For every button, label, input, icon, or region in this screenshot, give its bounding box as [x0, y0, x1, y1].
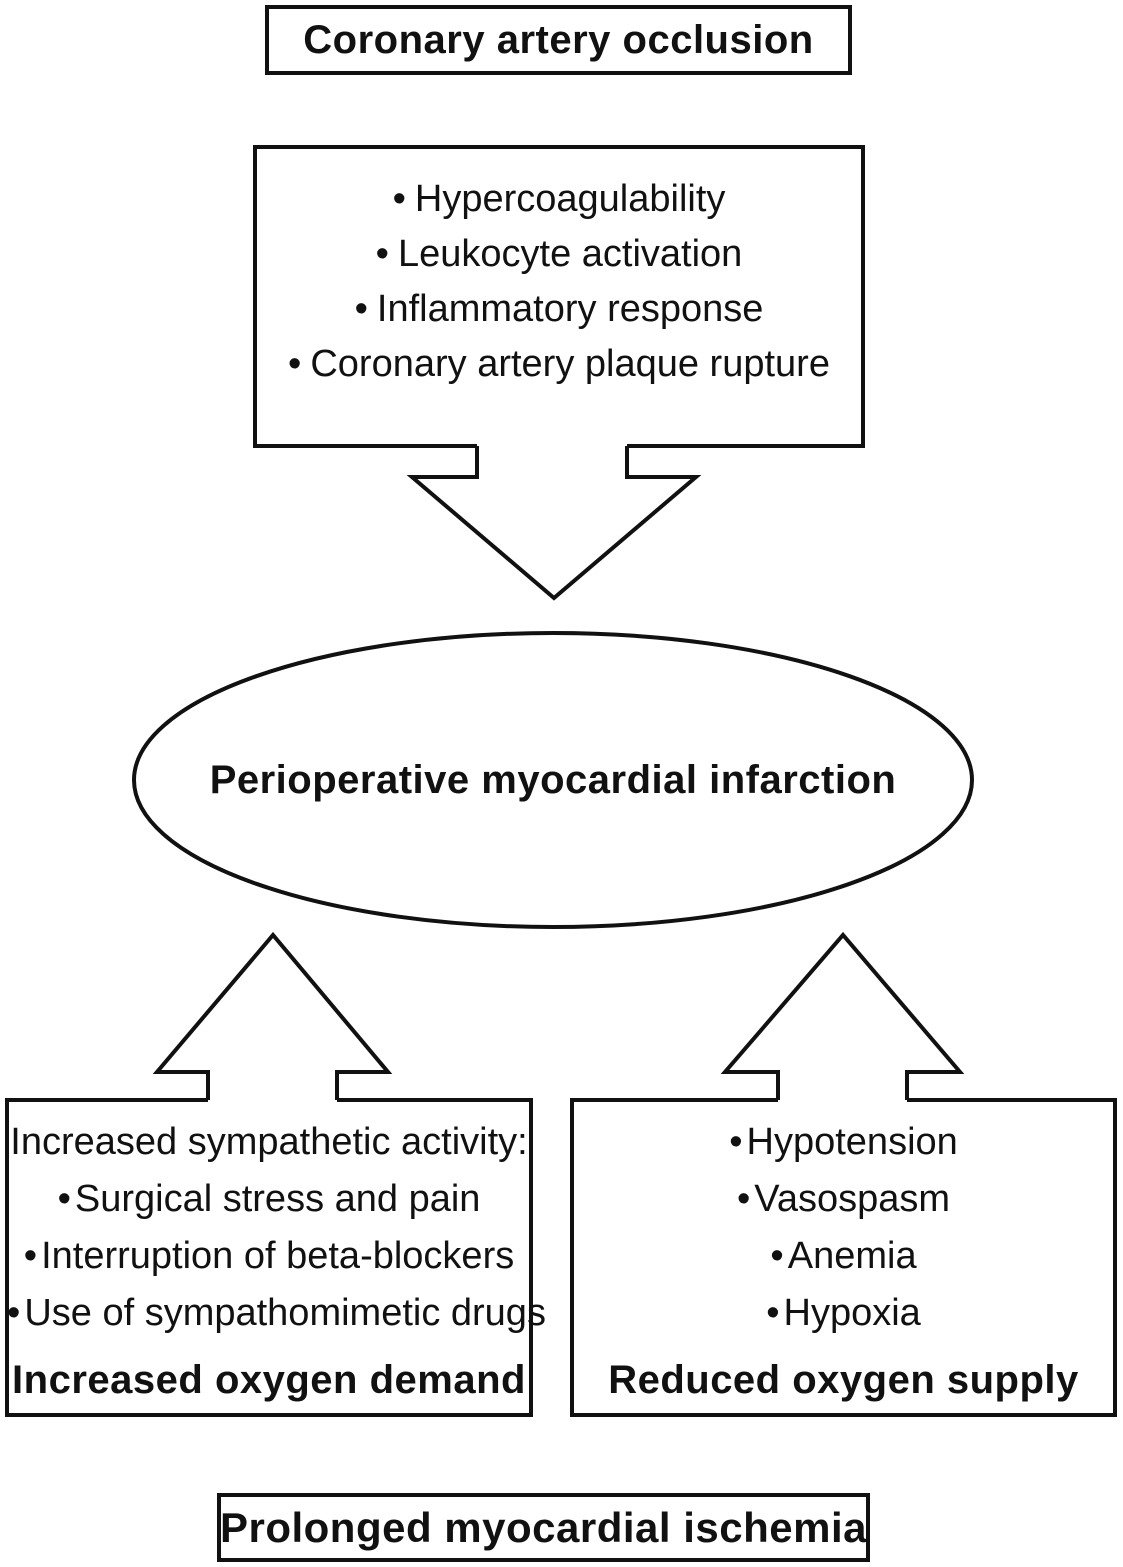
- outcome-box-outline: [217, 1493, 870, 1562]
- supply-box-outline: [570, 1098, 1117, 1417]
- bullet-icon: •: [57, 1178, 71, 1220]
- supply-box-content: •Hypotension •Vasospasm •Anemia •Hypoxia…: [572, 1114, 1115, 1409]
- demand-item: •Interruption of beta-blockers: [7, 1228, 531, 1285]
- causes-item: •Hypercoagulability: [255, 172, 863, 227]
- demand-box-content: Increased sympathetic activity: •Surgica…: [7, 1114, 546, 1409]
- bullet-icon: •: [354, 288, 368, 330]
- down-arrow: [406, 446, 702, 601]
- demand-item: •Use of sympathomimetic drugs: [7, 1285, 546, 1342]
- bullet-icon: •: [770, 1235, 784, 1277]
- supply-item: •Anemia: [572, 1228, 1115, 1285]
- supply-item: •Hypotension: [572, 1114, 1115, 1171]
- bullet-icon: •: [736, 1178, 751, 1220]
- bullet-icon: •: [375, 233, 389, 275]
- central-ellipse-outline: [132, 631, 974, 929]
- title-box-label: Coronary artery occlusion: [303, 17, 814, 62]
- left-up-arrow: [152, 931, 393, 1100]
- supply-item: •Hypoxia: [572, 1285, 1115, 1342]
- supply-item: •Vasospasm: [572, 1171, 1115, 1228]
- central-ellipse-label: Perioperative myocardial infarction: [209, 758, 897, 802]
- demand-footer: Increased oxygen demand: [12, 1358, 526, 1402]
- causes-item: •Coronary artery plaque rupture: [255, 337, 863, 392]
- demand-heading: Increased sympathetic activity:: [10, 1121, 528, 1163]
- bullet-icon: •: [392, 178, 406, 220]
- bullet-icon: •: [729, 1121, 743, 1163]
- supply-footer: Reduced oxygen supply: [608, 1358, 1079, 1402]
- demand-item: •Surgical stress and pain: [7, 1171, 531, 1228]
- causes-box-outline: [253, 145, 865, 448]
- bullet-icon: •: [7, 1292, 21, 1334]
- demand-box-outline: [5, 1098, 533, 1417]
- bullet-icon: •: [766, 1292, 780, 1334]
- right-up-arrow: [720, 931, 965, 1100]
- causes-item: •Leukocyte activation: [255, 227, 863, 282]
- causes-item: •Inflammatory response: [255, 282, 863, 337]
- title-box-outline: [265, 5, 852, 75]
- outcome-box-label: Prolonged myocardial ischemia: [219, 1503, 868, 1551]
- bullet-icon: •: [23, 1235, 38, 1277]
- causes-list: •Hypercoagulability •Leukocyte activatio…: [255, 172, 863, 392]
- bullet-icon: •: [288, 343, 302, 385]
